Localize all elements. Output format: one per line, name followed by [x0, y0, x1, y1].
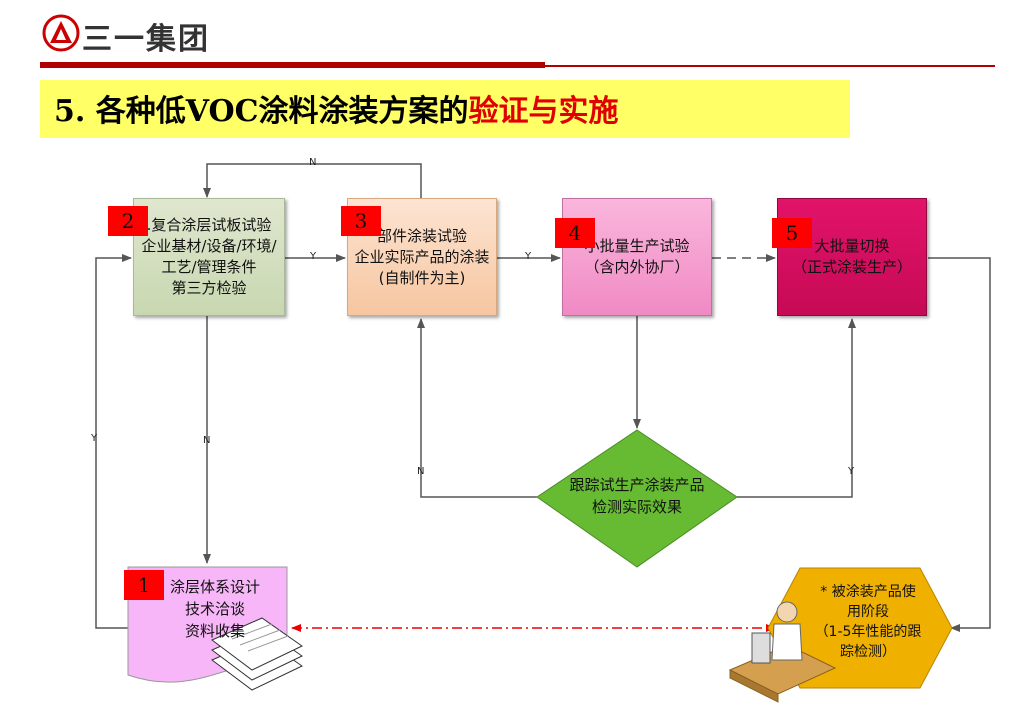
step-5-line-1: 大批量切换 — [814, 237, 890, 255]
usage-line-1: * 被涂装产品使 — [820, 584, 916, 600]
step-2-number-badge: 2 — [108, 206, 148, 236]
edge-label-2-to-3-yes: Y — [310, 251, 317, 262]
usage-line-4: 踪检测） — [840, 644, 896, 660]
paper-stack-icon — [211, 617, 303, 691]
logo-text: 三一集团 — [82, 22, 210, 57]
decision-text: 跟踪试生产涂装产品 检测实际效果 — [550, 474, 724, 518]
step-3-box: 部件涂装试验 企业实际产品的涂装 (自制件为主) — [347, 198, 497, 316]
step-3-number-badge: 3 — [341, 206, 381, 236]
decision-diamond — [536, 429, 738, 568]
edge-label-3-to-4-yes: Y — [525, 251, 532, 262]
step-2-line-3: 工艺/管理条件 — [161, 258, 257, 276]
edge-label-decision-no: N — [417, 466, 425, 477]
title-band — [40, 80, 850, 138]
usage-text: * 被涂装产品使 用阶段 （1-5年性能的跟 踪检测） — [800, 582, 936, 662]
step-2-line-4: 第三方检验 — [171, 279, 247, 297]
step-1-line-2: 技术洽谈 — [184, 600, 245, 618]
decision-line-2: 检测实际效果 — [591, 498, 682, 516]
step-1-line-1: 涂层体系设计 — [169, 578, 260, 596]
edge-label-loop-no: N — [309, 157, 317, 168]
step-5-box: 大批量切换 （正式涂装生产） — [777, 198, 927, 316]
edge-label-2-to-1-no: N — [203, 435, 211, 446]
title-highlight: 验证与实施 — [468, 94, 619, 129]
step-2-line-2: 企业基材/设备/环境/ — [141, 237, 277, 255]
step-1-number-badge: 1 — [124, 570, 164, 600]
header-rule-thin — [545, 65, 995, 67]
step-4-line-2: （含内外协厂） — [584, 258, 690, 276]
usage-line-3: （1-5年性能的跟 — [814, 624, 922, 640]
step-1-line-3: 资料收集 — [184, 622, 245, 640]
person-at-desk-icon — [728, 601, 837, 703]
step-3-line-2: 企业实际产品的涂装 — [354, 247, 490, 266]
edge-label-decision-yes: Y — [848, 466, 855, 477]
step-4-box: 小批量生产试验 （含内外协厂） — [562, 198, 712, 316]
step-4-number-badge: 4 — [555, 218, 595, 248]
step-2-box: .复合涂层试板试验 企业基材/设备/环境/ 工艺/管理条件 第三方检验 — [133, 198, 285, 316]
edge-label-1-to-2-yes: Y — [91, 433, 98, 444]
step-2-line-1: .复合涂层试板试验 — [146, 216, 272, 234]
page-title: 5. 各种低VOC涂料涂装方案的验证与实施 — [54, 86, 619, 130]
step-1-text: 涂层体系设计 技术洽谈 资料收集 — [150, 576, 280, 642]
usage-line-2: 用阶段 — [847, 604, 889, 620]
sany-logo-icon — [42, 14, 80, 52]
title-main: 5. 各种低VOC涂料涂装方案的 — [54, 94, 469, 129]
step-3-line-1: 部件涂装试验 — [376, 226, 467, 245]
step-3-line-3: (自制件为主) — [378, 268, 466, 287]
step-5-number-badge: 5 — [772, 218, 812, 248]
step-5-line-2: （正式涂装生产） — [791, 258, 912, 276]
decision-line-1: 跟踪试生产涂装产品 — [569, 476, 705, 494]
step-4-line-1: 小批量生产试验 — [584, 237, 690, 255]
header-rule-dark — [40, 62, 545, 68]
